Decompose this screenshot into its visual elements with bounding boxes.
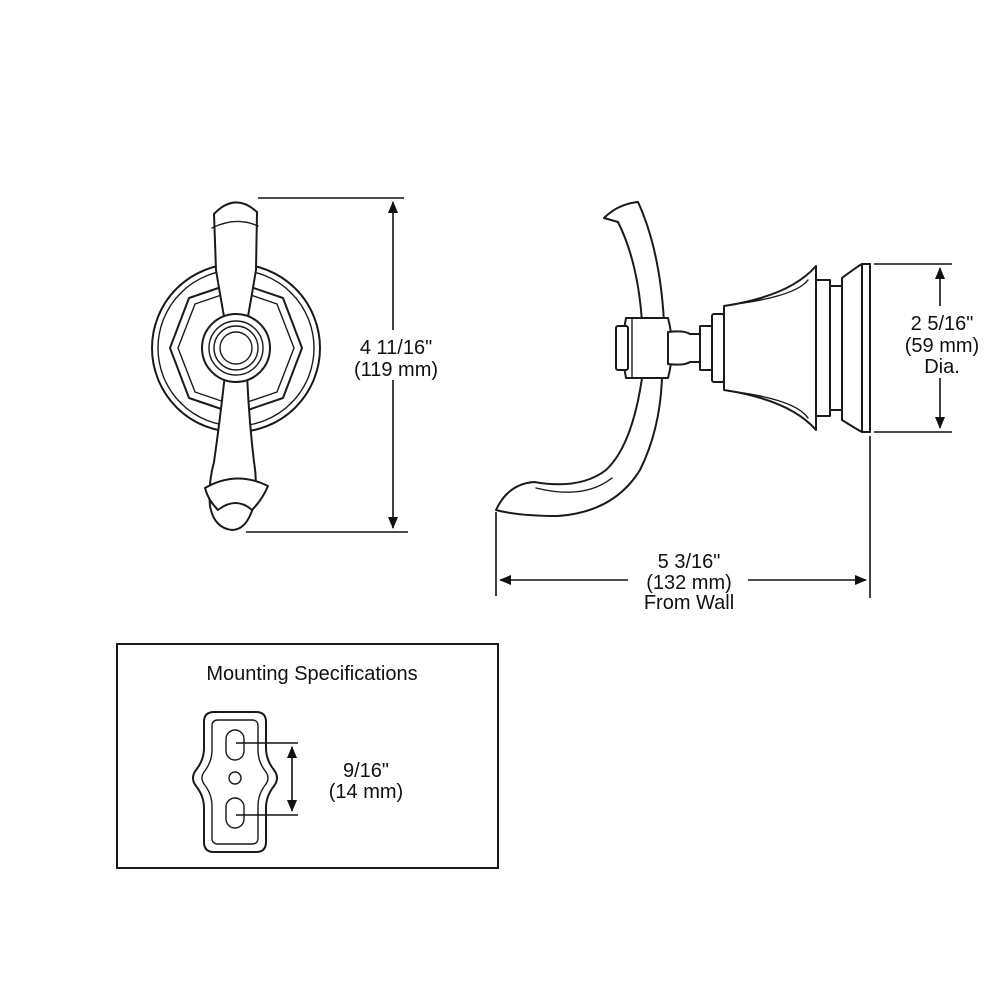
hub-outer <box>201 313 271 383</box>
side-collar <box>622 317 673 379</box>
spacing-imperial-label: 9/16" <box>343 760 389 782</box>
side-lower-arm <box>495 377 663 517</box>
mounting-slot-bottom <box>225 797 245 829</box>
projection-imperial-label: 5 3/16" <box>658 551 721 573</box>
mounting-bracket-outline <box>192 711 278 853</box>
diameter-note-label: Dia. <box>924 356 960 378</box>
projection-dimension: 5 3/16" (132 mm) From Wall <box>495 436 871 614</box>
height-imperial-label: 4 11/16" <box>360 337 432 359</box>
side-base-plate <box>841 263 863 433</box>
projection-note-label: From Wall <box>644 592 734 614</box>
mounting-bracket-inner <box>201 719 269 845</box>
side-stem <box>667 330 701 366</box>
height-dimension: 4 11/16" (119 mm) <box>246 197 450 533</box>
side-base-ring-2 <box>829 285 843 411</box>
side-lower-arm-edge <box>535 477 613 493</box>
diameter-imperial-label: 2 5/16" <box>911 313 974 335</box>
mounting-slot-top <box>225 729 245 761</box>
front-view-hook <box>151 201 321 531</box>
diameter-metric-label: (59 mm) <box>905 335 979 357</box>
projection-metric-label: (132 mm) <box>646 572 732 594</box>
side-bell-contour <box>735 279 809 419</box>
hub-center <box>219 331 253 365</box>
side-collar-cap <box>615 325 629 371</box>
height-metric-label: (119 mm) <box>354 359 438 381</box>
mounting-box <box>116 643 499 869</box>
height-label-bg <box>340 330 450 380</box>
mounting-title: Mounting Specifications <box>206 663 417 685</box>
hub-cap <box>213 325 259 371</box>
side-view-hook <box>495 201 871 517</box>
side-stem-nut <box>699 325 713 371</box>
upper-arm <box>213 201 258 323</box>
mounting-center-hole <box>228 771 242 785</box>
side-upper-arm <box>603 201 665 323</box>
diameter-dimension: 2 5/16" (59 mm) Dia. <box>874 263 992 433</box>
hub-ring <box>208 320 264 376</box>
projection-label-bg <box>628 546 748 612</box>
spacing-metric-label: (14 mm) <box>329 781 403 803</box>
lower-arm-tip <box>204 477 269 511</box>
upper-arm-tip-line <box>211 220 259 229</box>
side-stem-flange <box>711 313 725 383</box>
side-base-ring-1 <box>815 279 831 417</box>
diameter-label-bg <box>896 306 992 378</box>
side-bell <box>723 265 817 431</box>
mounting-specifications-panel: Mounting Specifications 9/16" (14 mm) <box>116 643 499 869</box>
